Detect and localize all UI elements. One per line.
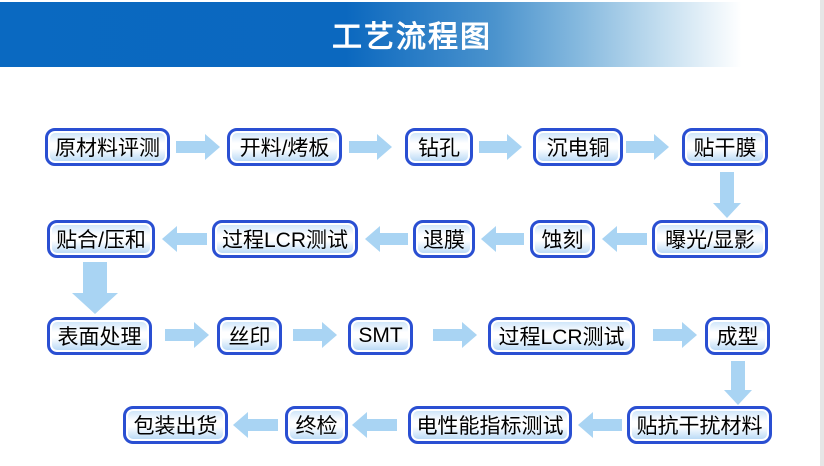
window-right-edge xyxy=(820,0,824,466)
flow-node-process-lcr-test-2: 过程LCR测试 xyxy=(488,317,635,355)
arrow-left-icon xyxy=(602,226,647,252)
flow-node-packing-shipping: 包装出货 xyxy=(123,406,228,444)
arrow-left-icon xyxy=(162,226,207,252)
arrow-left-icon xyxy=(578,412,622,438)
flow-node-copper-deposition: 沉电铜 xyxy=(533,128,623,166)
flow-node-film-stripping: 退膜 xyxy=(413,220,475,258)
flow-node-final-inspection: 终检 xyxy=(285,406,348,444)
arrow-right-icon xyxy=(176,134,220,160)
arrow-right-icon xyxy=(165,322,209,348)
arrow-right-icon xyxy=(349,134,392,160)
flow-node-raw-material-evaluation: 原材料评测 xyxy=(45,128,170,166)
header-band: 工艺流程图 xyxy=(0,2,824,67)
flow-node-drilling: 钻孔 xyxy=(405,128,473,166)
arrow-right-icon xyxy=(653,322,697,348)
flow-node-laminating-pressing: 贴合/压和 xyxy=(47,220,155,258)
page-title: 工艺流程图 xyxy=(332,20,492,54)
flow-node-silkscreen: 丝印 xyxy=(217,317,282,355)
arrow-right-icon xyxy=(626,134,669,160)
arrow-right-icon xyxy=(433,322,477,348)
flow-node-dry-film: 贴干膜 xyxy=(682,128,768,166)
arrow-left-icon xyxy=(365,226,408,252)
arrow-down-icon xyxy=(72,262,118,314)
flow-node-exposure-development: 曝光/显影 xyxy=(652,220,768,258)
flow-node-surface-treatment: 表面处理 xyxy=(47,317,152,355)
flow-node-cutting-baking: 开料/烤板 xyxy=(227,128,342,166)
arrow-right-icon xyxy=(293,322,337,348)
arrow-left-icon xyxy=(481,226,524,252)
arrow-left-icon xyxy=(352,412,397,438)
flow-node-smt: SMT xyxy=(348,317,413,355)
flow-node-etching: 蚀刻 xyxy=(530,220,595,258)
arrow-left-icon xyxy=(233,412,278,438)
arrow-down-icon xyxy=(724,361,752,405)
flow-node-forming: 成型 xyxy=(705,317,770,355)
arrow-down-icon xyxy=(713,172,741,218)
flow-node-anti-interference-material: 贴抗干扰材料 xyxy=(627,406,772,444)
arrow-right-icon xyxy=(479,134,522,160)
flow-node-electrical-performance-test: 电性能指标测试 xyxy=(408,406,572,444)
flow-node-process-lcr-test-1: 过程LCR测试 xyxy=(212,220,358,258)
